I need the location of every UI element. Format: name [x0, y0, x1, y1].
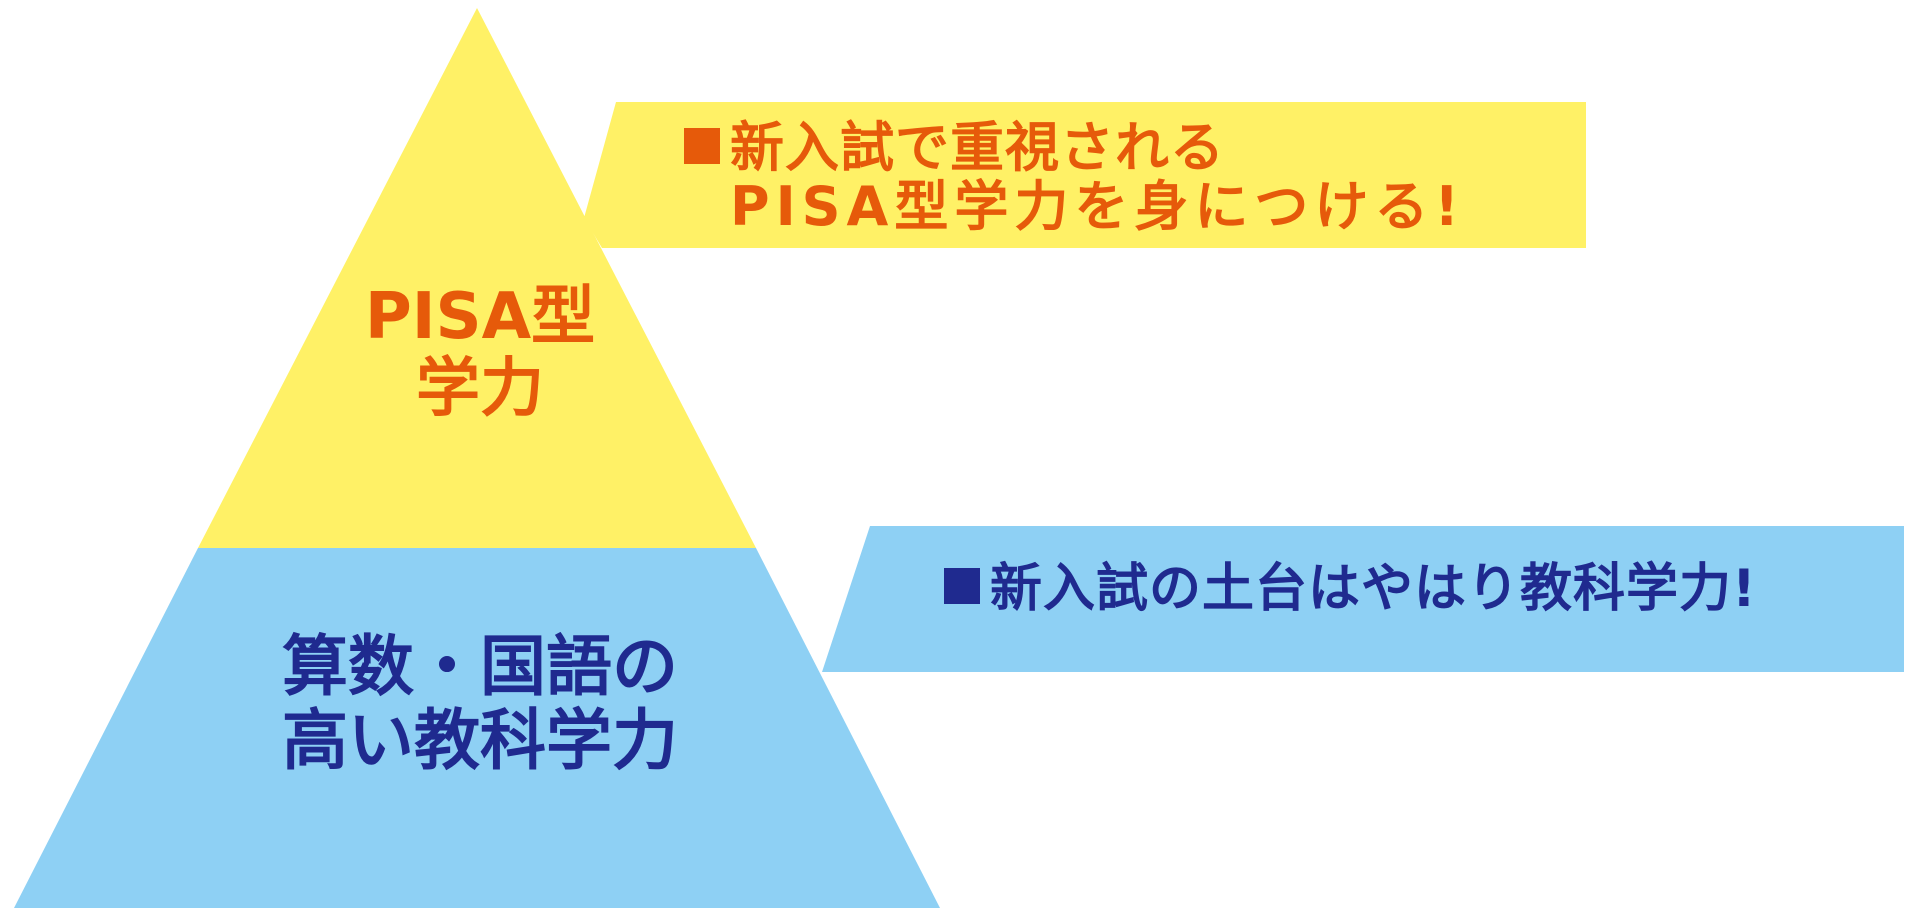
callout-top-text: 新入試で重視される PISA型学力を身につける!	[684, 118, 1465, 237]
pyramid-top-label: PISA型 学力	[300, 280, 660, 426]
pyramid-top-label-line2: 学力	[416, 351, 544, 426]
callout-top-banner	[584, 102, 1586, 248]
callout-top-line2: PISA型学力を身につける!	[730, 175, 1465, 239]
callout-top-line1: 新入試で重視される	[730, 116, 1225, 179]
square-bullet-icon	[944, 568, 980, 604]
pyramid-top-label-line1: PISA型	[364, 280, 596, 354]
pyramid-bottom-label-line1: 算数・国語の	[282, 628, 678, 705]
pyramid-bottom-label-line2: 高い教科学力	[282, 701, 678, 779]
callout-bottom-line1: 新入試の土台はやはり教科学力!	[990, 559, 1757, 619]
pyramid-bottom-label: 算数・国語の 高い教科学力	[220, 630, 740, 778]
callout-bottom-text: 新入試の土台はやはり教科学力!	[944, 560, 1757, 618]
callout-bottom-banner	[822, 526, 1904, 672]
callout-top-line1-row: 新入試で重視される	[684, 118, 1465, 177]
pyramid-bottom-tier	[14, 548, 940, 908]
pyramid-top-tier	[198, 8, 756, 548]
square-bullet-icon	[684, 128, 720, 164]
